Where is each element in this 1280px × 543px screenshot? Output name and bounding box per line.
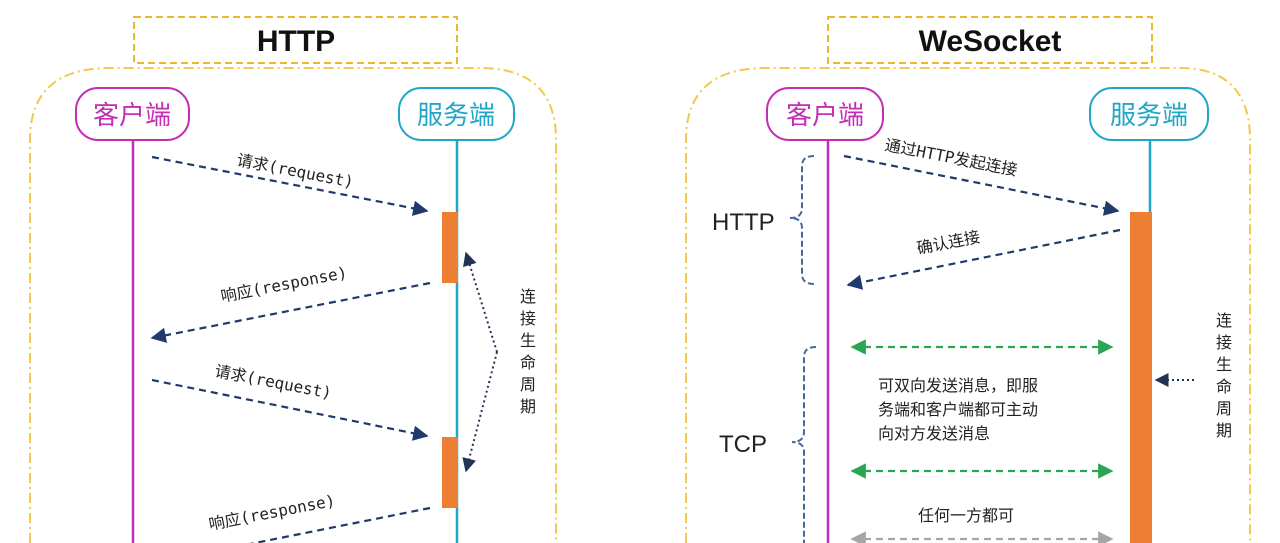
http-request-label-2: 请求(request) bbox=[213, 361, 333, 402]
http-client-label: 客户端 bbox=[93, 101, 171, 131]
svg-text:接: 接 bbox=[1216, 333, 1232, 352]
http-response-label-1: 响应(response) bbox=[219, 263, 349, 306]
websocket-tcp-brace-label: TCP bbox=[719, 431, 767, 458]
http-request-arrow-2 bbox=[151, 378, 429, 441]
http-request-arrow-1 bbox=[151, 155, 429, 216]
svg-text:期: 期 bbox=[520, 397, 536, 416]
svg-text:务端和客户端都可主动: 务端和客户端都可主动 bbox=[878, 400, 1038, 419]
websocket-http-brace-label: HTTP bbox=[712, 209, 775, 236]
svg-text:周: 周 bbox=[520, 375, 536, 394]
http-lifecycle-arrow-upper bbox=[463, 251, 498, 353]
http-lifecycle-arrow-lower bbox=[462, 351, 498, 473]
websocket-title: WeSocket bbox=[919, 25, 1062, 58]
websocket-either-side-label: 任何一方都可 bbox=[918, 506, 1014, 525]
websocket-bidirectional-text: 可双向发送消息，即服 务端和客户端都可主动 向对方发送消息 bbox=[878, 376, 1038, 443]
http-title-box bbox=[133, 16, 458, 64]
svg-text:连: 连 bbox=[1216, 311, 1232, 330]
websocket-container-border bbox=[685, 67, 1251, 543]
websocket-lifecycle-label: 连 接 生 命 周 期 bbox=[1216, 311, 1232, 440]
http-activation-bar-1 bbox=[442, 212, 458, 283]
websocket-client-label: 客户端 bbox=[786, 101, 864, 131]
websocket-panel: WeSocket 客户端 服务端 通过HTTP发起连接 确认连接 HTTP TC… bbox=[685, 16, 1251, 543]
svg-text:期: 期 bbox=[1216, 421, 1232, 440]
websocket-confirm-label: 确认连接 bbox=[915, 227, 981, 258]
websocket-tcp-brace bbox=[791, 346, 817, 543]
svg-text:连: 连 bbox=[520, 287, 536, 306]
svg-text:生: 生 bbox=[1216, 355, 1232, 374]
websocket-client-node bbox=[766, 87, 884, 141]
websocket-server-label: 服务端 bbox=[1110, 101, 1188, 131]
svg-text:命: 命 bbox=[520, 353, 536, 372]
websocket-title-box bbox=[827, 16, 1153, 64]
http-activation-bar-2 bbox=[442, 437, 458, 508]
svg-text:向对方发送消息: 向对方发送消息 bbox=[878, 424, 990, 443]
websocket-confirm-arrow bbox=[846, 228, 1121, 290]
svg-text:周: 周 bbox=[1216, 399, 1232, 418]
http-container-border bbox=[29, 67, 557, 543]
http-panel: HTTP 客户端 服务端 请求(request) 响应(response) 请求… bbox=[29, 16, 557, 543]
svg-text:可双向发送消息，即服: 可双向发送消息，即服 bbox=[878, 376, 1038, 395]
http-lifecycle-label: 连 接 生 命 周 期 bbox=[520, 287, 536, 416]
websocket-activation-bar bbox=[1130, 212, 1152, 543]
svg-text:接: 接 bbox=[520, 309, 536, 328]
http-response-label-2: 响应(response) bbox=[207, 491, 337, 534]
websocket-handshake-arrow bbox=[843, 154, 1120, 216]
http-title: HTTP bbox=[257, 25, 335, 58]
http-server-label: 服务端 bbox=[417, 101, 495, 131]
websocket-http-brace bbox=[789, 155, 815, 285]
svg-text:生: 生 bbox=[520, 331, 536, 350]
websocket-handshake-label: 通过HTTP发起连接 bbox=[883, 135, 1019, 179]
svg-text:命: 命 bbox=[1216, 377, 1232, 396]
